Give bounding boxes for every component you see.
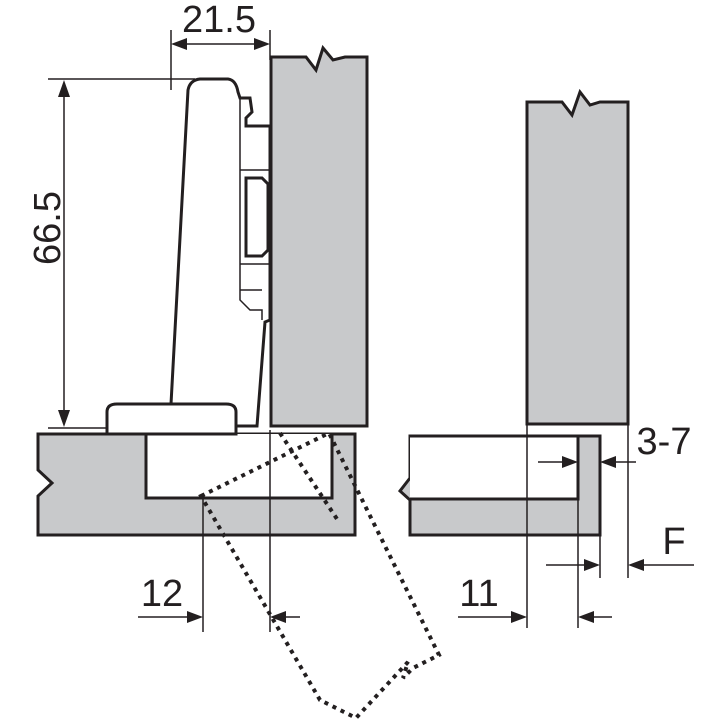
dim-12-arrow-left (187, 611, 203, 623)
dim-f-arrow-left (584, 559, 600, 571)
dim-66-5-arrow-top (58, 80, 70, 97)
mounting-plate (244, 176, 270, 258)
door-panel-right-recess (410, 434, 580, 501)
cabinet-side-panel-left (269, 44, 369, 428)
dim-11-arrow-right (578, 611, 594, 623)
dim-f-arrow-right (628, 559, 644, 571)
hinge-cup-bore (144, 434, 334, 500)
dim-21-5-arrow-left (171, 38, 187, 50)
hinge-cup (105, 402, 238, 436)
label-cup-offset: 21.5 (182, 0, 256, 41)
dim-gap-arrow-left (562, 456, 578, 468)
cabinet-side-panel-right (525, 88, 630, 426)
label-overlay: F (662, 521, 685, 563)
label-door-gap: 3-7 (637, 421, 692, 463)
dim-gap-arrow-right (600, 456, 616, 468)
label-hinge-height: 66.5 (27, 191, 69, 265)
dim-12-arrow-right (270, 611, 286, 623)
label-mount-offset: 11 (459, 573, 498, 615)
open-door-dotted-outline (198, 430, 442, 720)
dim-21-5-arrow-right (254, 38, 270, 50)
label-cup-edge-distance: 12 (141, 573, 183, 615)
mounting-plate-edge (240, 169, 270, 291)
hinge-arm-inner-edge (237, 91, 263, 320)
hinge-arm (169, 77, 272, 428)
dim-66-5-arrow-bottom (58, 410, 70, 427)
dim-11-arrow-left (511, 611, 527, 623)
